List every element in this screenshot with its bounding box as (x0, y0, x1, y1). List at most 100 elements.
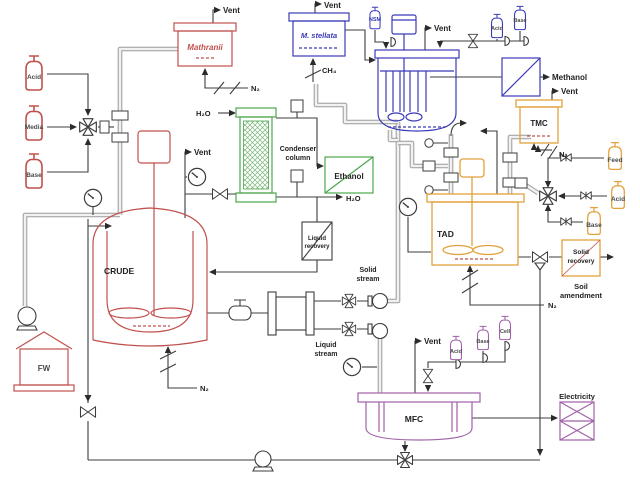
four-way-valve-bottom (396, 451, 414, 469)
methane-bioreactor (374, 14, 460, 132)
crude-reactor (92, 130, 208, 347)
vent-label-mfc: Vent (424, 337, 441, 346)
centrifuge (267, 291, 315, 336)
valve-branch (533, 262, 547, 271)
pump-solid-stream (367, 292, 389, 310)
valve-liquid-stream (341, 321, 357, 337)
pressure-gauge (187, 167, 207, 187)
solid-recovery-label-1: Solid (573, 249, 589, 256)
motor (137, 130, 171, 164)
n2-label-tad: N₂ (548, 301, 557, 310)
bottle-acid-purple (449, 335, 463, 361)
coupling (111, 110, 129, 121)
mathranii-vessel (173, 22, 237, 67)
check-valve-base (560, 217, 572, 226)
tad-reactor (426, 158, 525, 266)
bottle-media-red (25, 105, 43, 141)
pump-liquid-stream (367, 322, 389, 340)
fittings (99, 99, 528, 195)
valve-solid-stream (341, 293, 357, 309)
four-way-valve-tad (539, 187, 557, 205)
mfc-label: MFC (405, 414, 423, 424)
sensor-box (290, 99, 304, 113)
bottle-cell-purple (498, 315, 512, 341)
bottle-base-orange (586, 206, 602, 236)
bottle-feed-orange (607, 141, 623, 171)
liquid-stream-label-2: stream (315, 351, 338, 358)
mfc-vessel (357, 392, 481, 441)
tmc-vessel (515, 99, 563, 144)
ethanol-unit (324, 156, 374, 194)
bottle-base-blue-label: Base (513, 18, 526, 24)
fw-tank (13, 331, 75, 392)
vent-label-crude: Vent (194, 148, 211, 157)
solid-recovery-label-2: recovery (567, 258, 594, 265)
coupling (502, 152, 518, 163)
coupling (99, 120, 110, 134)
coupling (443, 147, 459, 158)
valve-bottom-left (79, 406, 97, 418)
coupling (111, 132, 129, 143)
tad-label: TAD (437, 229, 454, 239)
bottle-feed-label: Feed (607, 157, 622, 164)
valve-crude-outlet (228, 299, 252, 321)
valve-solid-recovery (531, 251, 549, 263)
liquid-recovery-unit (301, 221, 333, 261)
electricity-label: Electricity (559, 392, 596, 401)
sensor-circle (424, 138, 434, 148)
bottle-nsm-label: NSM (369, 17, 382, 23)
vent-label-mstellata: Vent (324, 1, 341, 10)
vent-label-mathranii: Vent (223, 6, 240, 15)
bottle-base-purple (476, 325, 490, 351)
gas-and-slurry-pipes (22, 46, 540, 393)
solid-stream-label-1: Solid (359, 267, 376, 274)
pump-fw (16, 306, 38, 331)
solid-recovery-unit (561, 239, 601, 277)
valve-mfc-dosing (422, 368, 434, 384)
bottle-cell-label: Cell (500, 329, 511, 335)
soil-amendment-label-2: amendment (560, 291, 603, 300)
bottle-acid-red-label: Acid (27, 74, 41, 81)
bottle-acid-blue-label: Acid (491, 26, 503, 32)
coupling (422, 160, 436, 172)
n2-label-tmc: N₂ (559, 150, 568, 159)
liquid-stream-label-1: Liquid (316, 342, 337, 349)
bottle-base-red-label: Base (26, 172, 42, 179)
coupling (514, 177, 528, 189)
tmc-label: TMC (530, 119, 548, 128)
vent-label-tmc: Vent (561, 87, 578, 96)
methanol-label: Methanol (552, 73, 587, 82)
check-valve-acid (580, 191, 592, 200)
bottle-acid-purple-label: Acid (450, 349, 462, 355)
n2-label-crude: N₂ (200, 384, 209, 393)
bottle-media-red-label: Media (25, 124, 44, 131)
sensor-circle (424, 185, 434, 195)
soil-amendment-label-1: Soil (574, 282, 588, 291)
crude-label: CRUDE (104, 266, 135, 276)
pumps (16, 292, 389, 472)
mathranii-label: Mathranii (187, 43, 223, 52)
ch4-label: CH₄ (322, 66, 337, 75)
fw-label: FW (38, 364, 51, 373)
bottle-base-red (25, 153, 43, 189)
coupling (443, 172, 459, 183)
electricity-load (559, 401, 595, 441)
process-lines (47, 0, 614, 461)
n2-label-mathranii: N₂ (251, 84, 260, 93)
four-way-valve-feed (79, 118, 97, 136)
pressure-gauge (398, 197, 418, 217)
pressure-gauge (342, 357, 362, 377)
bottle-acid-orange-label: Acid (611, 196, 625, 203)
pump-bottom (252, 450, 274, 472)
condenser-label-2: column (286, 155, 311, 162)
sensor-box (290, 169, 304, 183)
valve-condenser-feed (211, 188, 229, 200)
valves (79, 33, 592, 469)
pressure-gauge (83, 188, 103, 208)
m-stellata-vessel (288, 12, 350, 57)
bottle-base-purple-label: Base (476, 339, 489, 345)
membrane-methanol-unit (501, 57, 541, 97)
ethanol-label: Ethanol (334, 172, 363, 181)
solid-stream-label-2: stream (357, 276, 380, 283)
